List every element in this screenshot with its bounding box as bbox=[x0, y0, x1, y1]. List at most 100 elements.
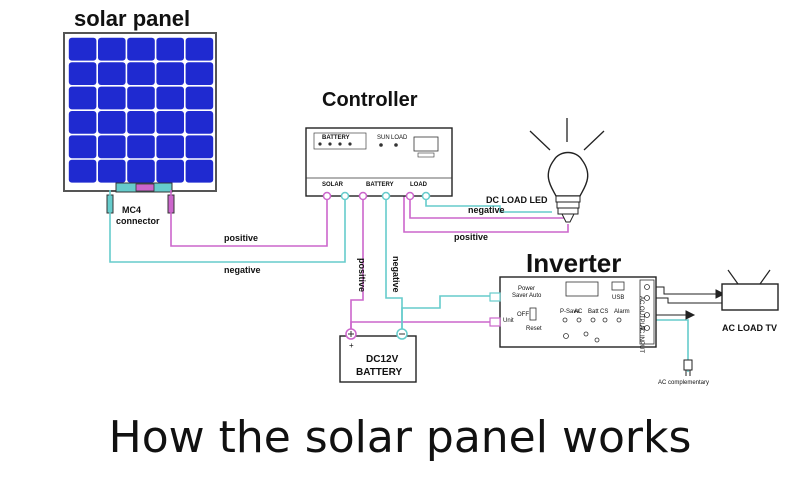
inverter-dc-input-negative bbox=[489, 292, 501, 302]
controller-sun-label: SUN bbox=[377, 135, 390, 141]
solar-cell bbox=[156, 135, 184, 159]
solar-cell bbox=[68, 62, 97, 85]
solar-panel: solar panel bbox=[63, 6, 217, 193]
caption: How the solar panel works bbox=[108, 412, 692, 463]
inverter-saver-label: Saver Auto bbox=[512, 293, 542, 299]
battery-body bbox=[339, 335, 417, 383]
controller-battery-label: BATTERY bbox=[322, 135, 350, 141]
inverter-indicator-label: Alarm bbox=[614, 309, 630, 315]
dc-load-led-label: DC LOAD LED bbox=[486, 195, 548, 205]
solar-cell bbox=[98, 111, 126, 134]
controller-port-solar: SOLAR bbox=[322, 182, 344, 188]
inverter-indicator-led bbox=[616, 317, 622, 323]
bulb-glass bbox=[547, 151, 589, 197]
inverter-indicator-led bbox=[590, 317, 596, 323]
solar-cell bbox=[156, 86, 184, 110]
solar-cell bbox=[68, 111, 97, 134]
mc4-connectors: MC4 connector bbox=[106, 194, 175, 226]
solar-cell bbox=[185, 111, 214, 134]
wires bbox=[109, 190, 689, 372]
solar-cell bbox=[68, 159, 97, 183]
solar-cell bbox=[156, 62, 184, 85]
inverter-indicator-led bbox=[602, 317, 608, 323]
solar-cell bbox=[68, 86, 97, 110]
ac-load-tv-label: AC LOAD TV bbox=[722, 323, 777, 333]
wire-load-positive-2 bbox=[403, 196, 569, 233]
label-positive-load: positive bbox=[454, 232, 488, 242]
label-negative-battery: negative bbox=[391, 256, 401, 293]
inverter-indicator-led bbox=[562, 317, 568, 323]
wire-battery-positive bbox=[350, 196, 364, 330]
led-bulb: DC LOAD LED bbox=[486, 118, 605, 223]
ac-complementary-plug: AC complementary bbox=[658, 359, 709, 386]
battery-voltage-label: DC12V bbox=[366, 354, 399, 365]
label-negative-load: negative bbox=[468, 205, 505, 215]
solar-cells bbox=[68, 37, 214, 183]
inverter-indicator-label: Batt bbox=[588, 309, 599, 315]
controller-load-indicator-label: LOAD bbox=[391, 135, 408, 141]
solar-cell bbox=[185, 86, 214, 110]
inverter-usb-port bbox=[611, 281, 625, 291]
solar-cell bbox=[156, 159, 184, 183]
inverter-title: Inverter bbox=[526, 248, 621, 278]
inverter: Inverter Power Saver Auto USB Unit OFF R… bbox=[489, 248, 657, 353]
label-positive-panel: positive bbox=[224, 233, 258, 243]
inverter-off-label: OFF bbox=[517, 312, 529, 318]
controller-terminals bbox=[322, 191, 431, 201]
battery: + DC12V BATTERY bbox=[339, 328, 417, 383]
controller-title: Controller bbox=[322, 89, 418, 111]
solar-cell bbox=[185, 62, 214, 85]
wire-load-positive bbox=[425, 196, 552, 213]
label-positive-battery: positive bbox=[357, 258, 367, 292]
inverter-indicator-label: P-Save bbox=[560, 309, 580, 315]
solar-cell bbox=[185, 37, 214, 61]
wire-ac-complementary bbox=[656, 319, 689, 372]
inverter-power-label: Power bbox=[518, 286, 535, 292]
inverter-indicator-label: AC bbox=[574, 309, 583, 315]
battery-label: BATTERY bbox=[356, 367, 402, 378]
inverter-indicator-label: CS bbox=[600, 309, 608, 315]
inverter-ac-output-label: AC OUTPUT bbox=[638, 296, 644, 331]
controller-port-load: LOAD bbox=[410, 182, 428, 188]
inverter-usb-label: USB bbox=[612, 295, 624, 301]
controller: Controller BATTERY SUN LOAD SOLAR BATTER… bbox=[305, 89, 453, 201]
solar-panel-title: solar panel bbox=[74, 6, 190, 31]
solar-cell bbox=[185, 135, 214, 159]
solar-cell bbox=[98, 159, 126, 183]
solar-cell bbox=[98, 37, 126, 61]
label-negative-panel: negative bbox=[224, 265, 261, 275]
tv-screen bbox=[721, 283, 779, 311]
inverter-switch[interactable] bbox=[529, 307, 537, 321]
solar-cell bbox=[98, 135, 126, 159]
controller-port-battery: BATTERY bbox=[366, 182, 394, 188]
inverter-ac-input-label: AC INPUT bbox=[638, 325, 644, 353]
solar-cell bbox=[68, 135, 97, 159]
inverter-indicator-led bbox=[576, 317, 582, 323]
svg-text:+: + bbox=[349, 341, 354, 350]
solar-cell bbox=[98, 62, 126, 85]
ac-load-tv: AC LOAD TV bbox=[721, 269, 779, 333]
solar-cell bbox=[127, 159, 155, 183]
solar-cell bbox=[98, 86, 126, 110]
wire-load-negative bbox=[409, 196, 572, 219]
junction-box-terminal bbox=[135, 183, 155, 192]
inverter-ac-terminal-block bbox=[639, 279, 655, 345]
wire-inverter-positive bbox=[350, 321, 500, 330]
solar-cell bbox=[127, 135, 155, 159]
wire-panel-negative bbox=[109, 190, 346, 263]
controller-lcd bbox=[413, 136, 439, 152]
wire-inverter-negative bbox=[401, 295, 500, 330]
mc4-label: MC4 bbox=[122, 205, 141, 215]
ac-complementary-label: AC complementary bbox=[658, 380, 709, 386]
solar-cell bbox=[185, 159, 214, 183]
solar-cell bbox=[127, 37, 155, 61]
solar-cell bbox=[127, 62, 155, 85]
inverter-reset-label: Reset bbox=[526, 326, 542, 332]
solar-cell bbox=[156, 111, 184, 134]
solar-cell bbox=[127, 86, 155, 110]
controller-battery-leds bbox=[313, 132, 367, 150]
mc4-label-connector: connector bbox=[116, 216, 160, 226]
inverter-display bbox=[565, 281, 599, 297]
